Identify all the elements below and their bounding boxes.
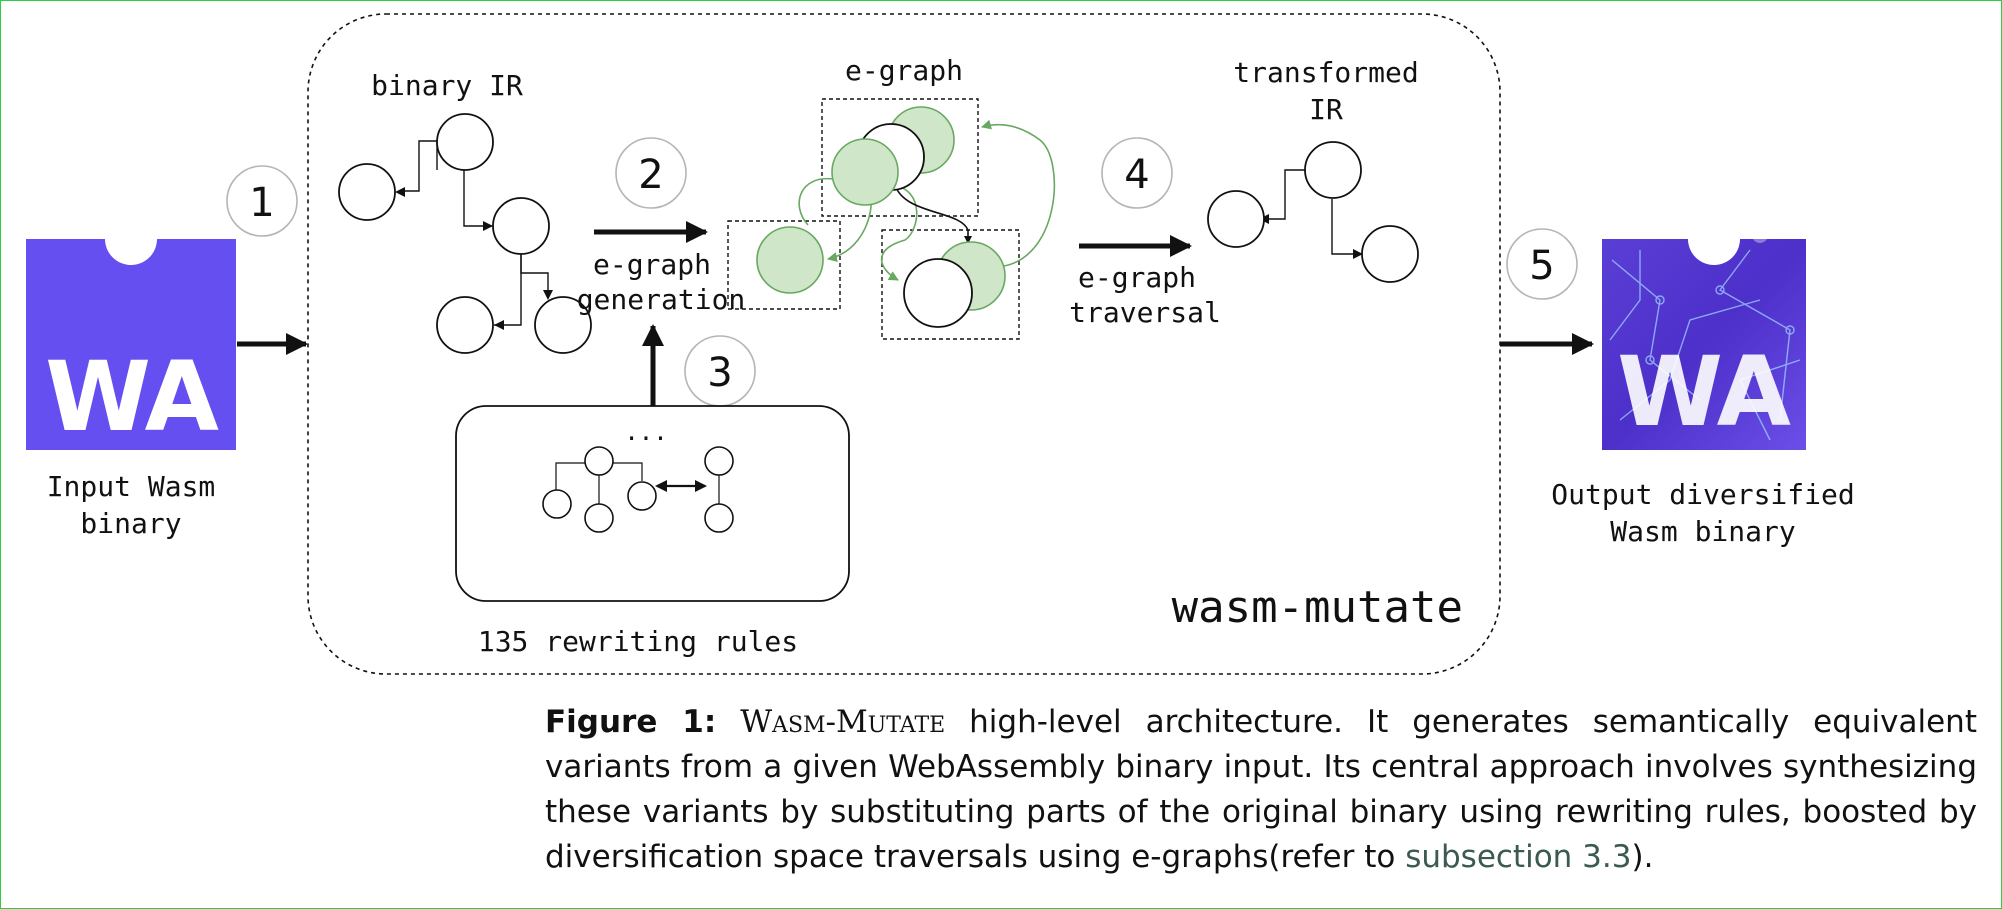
input-label-line2: binary [80, 507, 181, 540]
traversal-label-line1: e-graph [1078, 261, 1196, 294]
figure-label: Figure 1: [545, 704, 717, 740]
step-4-marker: 4 [1101, 137, 1173, 209]
step-1-marker: 1 [226, 165, 298, 237]
rewriting-rules-box [455, 405, 850, 602]
rules-ellipsis: ... [624, 418, 667, 446]
transformed-label-line1: transformed [1233, 56, 1418, 89]
svg-text:4: 4 [1124, 152, 1149, 198]
rules-label: 135 rewriting rules [478, 625, 798, 658]
egraph-label: e-graph [845, 54, 963, 87]
rewrite-rule-graph [542, 446, 734, 533]
step-3-marker: 3 [684, 335, 756, 407]
wa-logo-text: WA [45, 341, 219, 453]
svg-text:1: 1 [249, 180, 274, 226]
binary-ir-tree [338, 113, 592, 354]
svg-text:3: 3 [707, 350, 732, 396]
egraph [727, 98, 1056, 340]
output-wa-logo-text: WA [1617, 336, 1791, 448]
generation-label-line2: generation [577, 283, 746, 316]
generation-label-line1: e-graph [593, 248, 711, 281]
step-2-marker: 2 [615, 137, 687, 209]
caption-text-1: high-level architecture. It generates se… [545, 704, 1977, 875]
svg-text:2: 2 [638, 152, 663, 198]
input-wasm-icon: WA [26, 239, 236, 453]
traversal-label-line2: traversal [1069, 296, 1221, 329]
tool-label: wasm-mutate [1172, 582, 1463, 633]
step-5-marker: 5 [1506, 228, 1578, 300]
output-wasm-icon: WA [1602, 227, 1806, 450]
transformed-label-line2: IR [1309, 93, 1343, 126]
input-label-line1: Input Wasm [47, 470, 216, 503]
svg-text:5: 5 [1529, 243, 1554, 289]
binary-ir-arrowheads [395, 187, 553, 330]
section-reference-link[interactable]: subsection 3.3 [1405, 839, 1632, 875]
caption-text-2: ). [1631, 839, 1654, 875]
output-label-line2: Wasm binary [1610, 515, 1795, 548]
figure-caption: Figure 1: Wasm-Mutate high-level archite… [545, 700, 1977, 880]
binary-ir-label: binary IR [371, 69, 523, 102]
tool-name: Wasm-Mutate [740, 704, 946, 740]
output-label-line1: Output diversified [1551, 478, 1854, 511]
transformed-ir-tree [1207, 141, 1419, 283]
